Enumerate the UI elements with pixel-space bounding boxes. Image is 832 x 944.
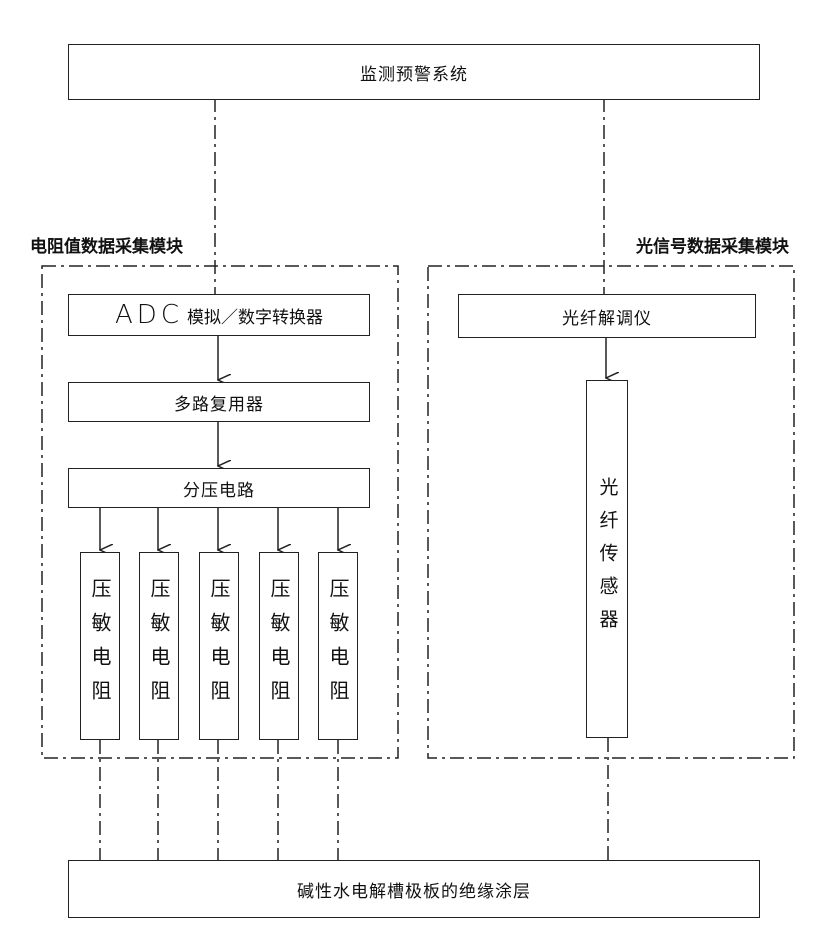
insulating-coating-box: 碱性水电解槽极板的绝缘涂层 bbox=[68, 860, 760, 918]
fiber-demodulator-box: 光纤解调仪 bbox=[458, 294, 756, 338]
varistor-2: 压敏电阻 bbox=[139, 552, 179, 740]
adc-converter-box: ADC模拟／数字转换器 bbox=[68, 294, 370, 336]
varistor-1: 压敏电阻 bbox=[80, 552, 120, 740]
adc-suffix: 模拟／数字转换器 bbox=[187, 308, 323, 328]
varistor-label: 压敏电阻 bbox=[269, 578, 289, 714]
varistor-5: 压敏电阻 bbox=[318, 552, 358, 740]
multiplexer-label: 多路复用器 bbox=[174, 390, 264, 415]
varistor-label: 压敏电阻 bbox=[328, 578, 348, 714]
monitoring-system-label: 监测预警系统 bbox=[360, 60, 468, 85]
varistor-4: 压敏电阻 bbox=[259, 552, 299, 740]
varistor-label: 压敏电阻 bbox=[90, 578, 110, 714]
voltage-divider-label: 分压电路 bbox=[183, 476, 255, 501]
multiplexer-box: 多路复用器 bbox=[68, 382, 370, 422]
voltage-divider-box: 分压电路 bbox=[68, 468, 370, 508]
fiber-sensor-box: 光纤传感器 bbox=[586, 380, 628, 738]
varistor-label: 压敏电阻 bbox=[209, 578, 229, 714]
varistor-3: 压敏电阻 bbox=[199, 552, 239, 740]
resistance-module-title: 电阻值数据采集模块 bbox=[30, 232, 183, 257]
fiber-sensor-label: 光纤传感器 bbox=[598, 477, 617, 642]
adc-prefix: ADC bbox=[115, 300, 183, 330]
fiber-demodulator-label: 光纤解调仪 bbox=[562, 304, 652, 329]
monitoring-system-box: 监测预警系统 bbox=[68, 44, 760, 100]
insulating-coating-label: 碱性水电解槽极板的绝缘涂层 bbox=[297, 877, 531, 902]
optical-module-title: 光信号数据采集模块 bbox=[636, 232, 789, 257]
varistor-label: 压敏电阻 bbox=[149, 578, 169, 714]
adc-converter-label: ADC模拟／数字转换器 bbox=[115, 300, 323, 330]
